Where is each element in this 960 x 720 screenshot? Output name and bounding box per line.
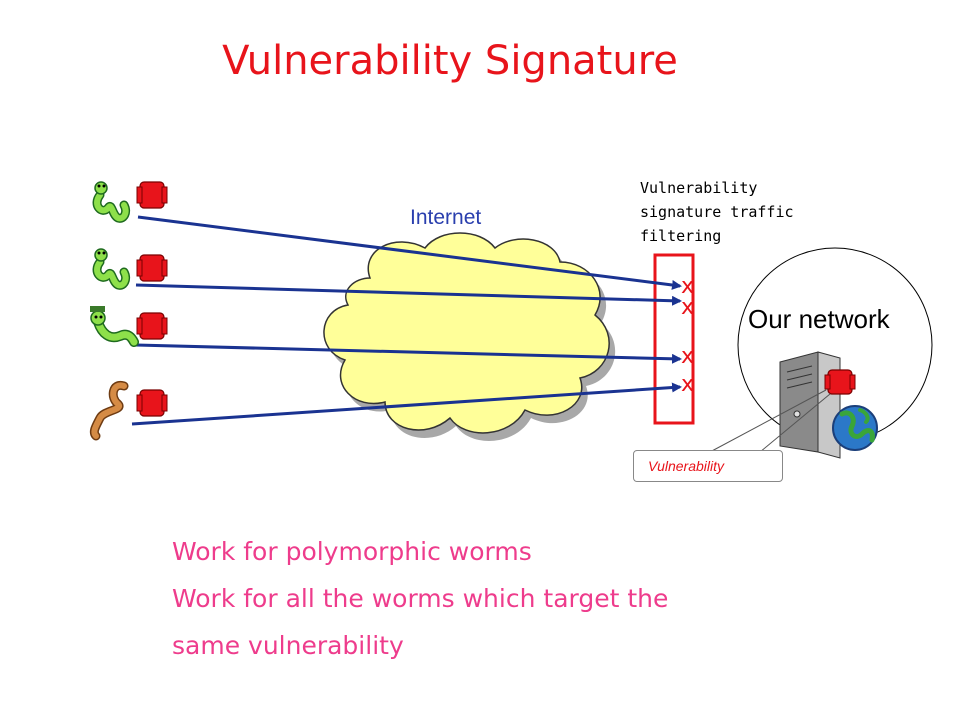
vulnerability-callout: Vulnerability bbox=[633, 450, 783, 482]
attack-arrow-3 bbox=[135, 343, 682, 364]
bullet-list: Work for polymorphic worms Work for all … bbox=[172, 528, 668, 669]
cloud-icon bbox=[323, 232, 616, 441]
exploit-packet-icon bbox=[136, 312, 168, 340]
vulnerability-pointer bbox=[759, 393, 831, 453]
attack-arrow-1 bbox=[137, 215, 682, 290]
filter-label-line: signature traffic bbox=[640, 203, 794, 221]
bullet-item: Work for polymorphic worms bbox=[172, 537, 532, 566]
blocked-mark: x bbox=[681, 344, 694, 369]
server-icon bbox=[779, 351, 841, 459]
brown-worm-icon bbox=[89, 380, 129, 441]
attack-arrow-2 bbox=[135, 283, 682, 306]
globe-icon bbox=[832, 405, 878, 451]
filter-label-line: Vulnerability bbox=[640, 179, 758, 197]
filter-label-line: filtering bbox=[640, 227, 722, 245]
blocked-mark: x bbox=[681, 274, 694, 299]
worm-icon bbox=[92, 248, 131, 290]
our-network-label: Our network bbox=[748, 304, 890, 334]
exploit-packet-icon bbox=[824, 369, 856, 395]
exploit-packet-icon bbox=[136, 254, 168, 282]
blocked-mark: x bbox=[681, 372, 694, 397]
exploit-packet-icon bbox=[136, 181, 168, 209]
filter-box bbox=[653, 253, 695, 425]
attack-arrow-4 bbox=[131, 382, 682, 426]
vulnerability-pointer bbox=[709, 389, 827, 453]
worm-with-hat-icon bbox=[90, 306, 139, 347]
blocked-mark: x bbox=[681, 295, 694, 320]
internet-label: Internet bbox=[410, 206, 482, 229]
bullet-item: same vulnerability bbox=[172, 631, 404, 660]
slide-title: Vulnerability Signature bbox=[222, 38, 678, 84]
bullet-item: Work for all the worms which target the bbox=[172, 584, 669, 613]
filter-label: Vulnerability signature traffic filterin… bbox=[640, 176, 840, 248]
worm-icon bbox=[92, 181, 131, 223]
exploit-packet-icon bbox=[136, 389, 168, 417]
